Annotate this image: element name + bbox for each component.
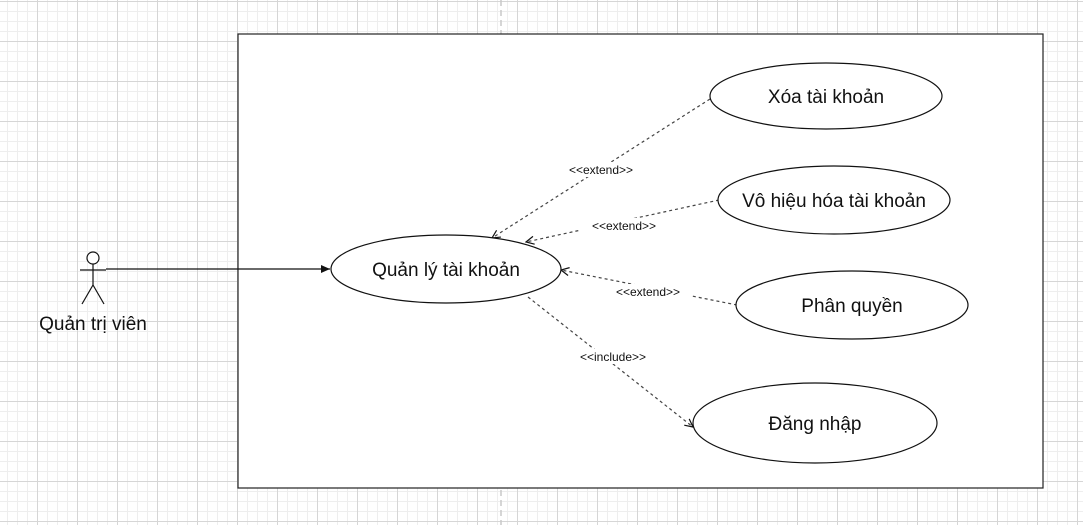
extend-permission-label-group: <<extend>> <box>605 284 691 299</box>
use-case-manage-shape <box>330 234 562 304</box>
use-case-delete-label: Xóa tài khoản <box>768 87 884 108</box>
use-case-disable-label: Vô hiệu hóa tài khoản <box>742 191 926 212</box>
include-login-label-group: <<include>> <box>567 349 659 364</box>
include-login-label: <<include>> <box>580 350 646 364</box>
use-case-login[interactable]: Đăng nhập <box>692 382 938 464</box>
extend-delete-label-group: <<extend>> <box>558 162 644 177</box>
use-case-delete-shape <box>709 62 943 130</box>
extend-disable-label-group: <<extend>> <box>581 218 667 233</box>
actor-leg-right <box>92 284 105 305</box>
use-case-login-label: Đăng nhập <box>769 414 862 435</box>
use-case-disable-shape <box>717 165 951 235</box>
extend-disable-label: <<extend>> <box>592 219 656 233</box>
actor-label: Quản trị viên <box>39 314 147 335</box>
use-case-permission[interactable]: Phân quyền <box>735 270 969 340</box>
use-case-permission-shape <box>735 270 969 340</box>
actor-head <box>86 251 100 265</box>
extend-permission-label: <<extend>> <box>616 285 680 299</box>
use-case-login-shape <box>692 382 938 464</box>
actor-admin[interactable]: Quản trị viên <box>39 251 147 335</box>
use-case-delete[interactable]: Xóa tài khoản <box>709 62 943 130</box>
use-case-manage-label: Quản lý tài khoản <box>372 260 520 281</box>
include-login-line[interactable] <box>527 296 693 427</box>
use-case-disable[interactable]: Vô hiệu hóa tài khoản <box>717 165 951 235</box>
extend-delete-label: <<extend>> <box>569 163 633 177</box>
use-case-permission-label: Phân quyền <box>801 296 902 317</box>
extend-delete-line[interactable] <box>492 98 711 238</box>
use-case-manage[interactable]: Quản lý tài khoản <box>330 234 562 304</box>
actor-leg-left <box>81 284 94 305</box>
